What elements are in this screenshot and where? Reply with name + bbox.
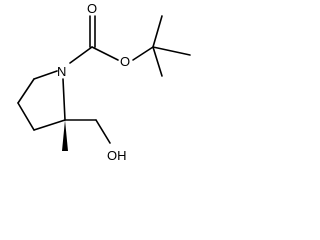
bond-ring-c3-c2 <box>33 119 66 131</box>
bond-tbu-methyl-bottom <box>152 46 163 77</box>
structure-diagram: N O O OH <box>17 1 191 163</box>
bond-ester-o-ctert <box>132 46 154 61</box>
bond-n-carbonyl <box>69 46 93 64</box>
atom-label-carbonyl-oxygen: O <box>87 1 97 16</box>
bond-tbu-methyl-right <box>152 46 191 56</box>
bond-ring-c2-n <box>62 78 66 121</box>
bond-ring-c4-c3 <box>17 102 35 131</box>
atom-label-ester-oxygen: O <box>120 54 130 69</box>
bond-ch2-oh <box>95 119 111 144</box>
wedge-bond-methyl <box>62 120 68 151</box>
bond-ring-c5-c4 <box>17 78 35 104</box>
bond-ring-n-c5 <box>33 70 58 80</box>
bond-tbu-methyl-top <box>152 15 163 48</box>
bond-carbonyl-ester-o <box>91 46 119 61</box>
atom-label-hydroxyl: OH <box>107 148 127 163</box>
atom-label-nitrogen: N <box>57 64 66 79</box>
